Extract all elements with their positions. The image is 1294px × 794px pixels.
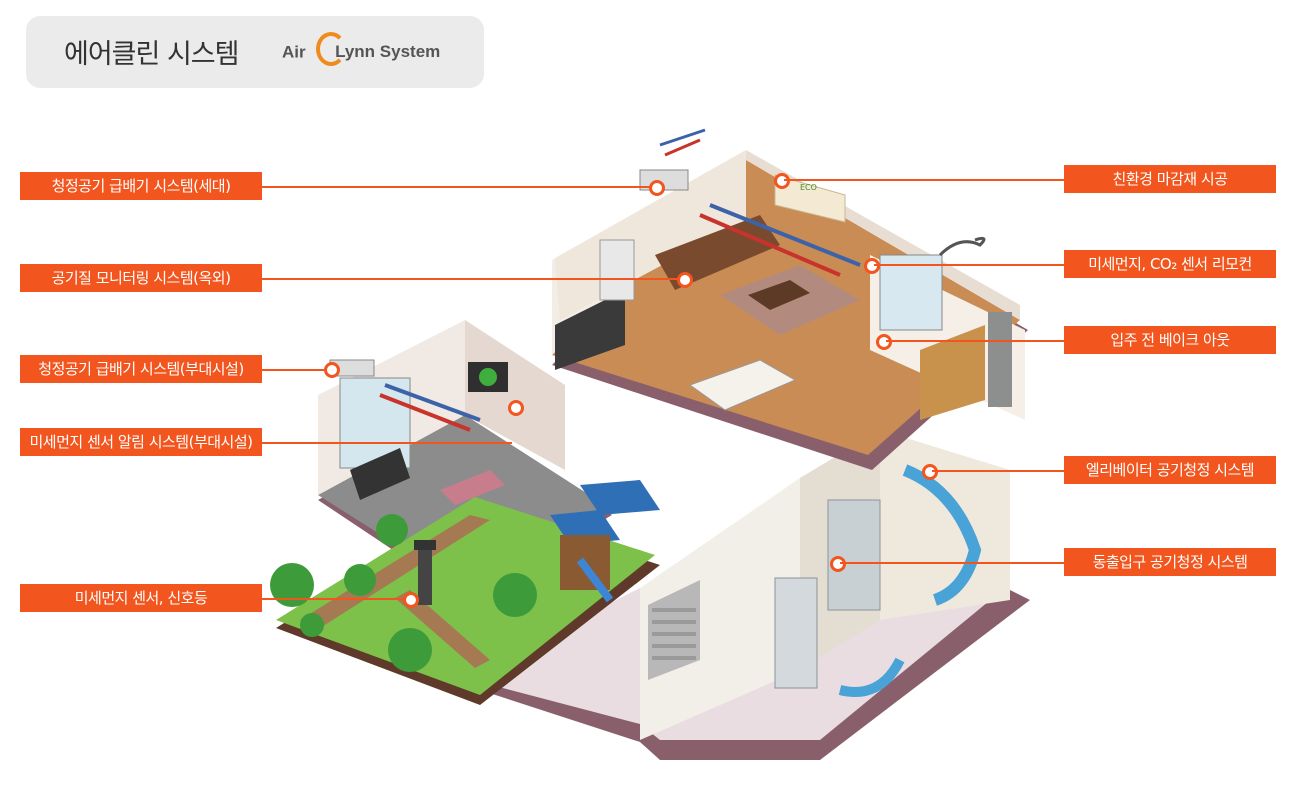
air-quality-smile-icon [479, 368, 497, 386]
garden-path-2 [395, 590, 490, 668]
mailbox [648, 580, 700, 680]
eco-finish-panel [774, 174, 846, 223]
kitchen-cabinet [555, 239, 635, 370]
fine-dust-icon [938, 236, 986, 257]
marker-gym-sensor [508, 400, 524, 416]
line-right-4 [932, 470, 1064, 472]
marker-gym-ventilation [324, 362, 340, 378]
marker-elevator-purifier [922, 464, 938, 480]
line-right-2 [874, 264, 1064, 266]
apartment-window [879, 254, 943, 331]
label-co2-remote: 미세먼지, CO₂ 센서 리모컨 [1064, 250, 1276, 278]
eco-text: ECO [800, 183, 817, 192]
header-title-box: 에어클린 시스템 Air Lynn System [26, 16, 484, 88]
closet [920, 325, 985, 420]
lobby-airflow-arrow [838, 657, 905, 697]
brand-logo: Air Lynn System [282, 32, 441, 66]
marker-co2-remote [864, 258, 880, 274]
line-left-1 [262, 186, 650, 188]
page-title: 에어클린 시스템 [64, 39, 239, 70]
marker-bake-out [876, 334, 892, 350]
elevator-door-front [774, 577, 818, 689]
label-entrance-purifier: 동출입구 공기청정 시스템 [1064, 548, 1276, 576]
label-outdoor-monitoring: 공기질 모니터링 시스템(옥외) [20, 264, 262, 292]
treadmill [350, 448, 410, 500]
marker-eco-finish [774, 173, 790, 189]
gym-wall-right [465, 320, 565, 470]
line-right-5 [840, 562, 1064, 564]
coffee-table [748, 280, 810, 310]
marker-unit-ventilation [649, 180, 665, 196]
line-left-2 [262, 278, 678, 280]
elevator-door-back [827, 499, 881, 611]
lobby-wall-left [640, 478, 800, 740]
playground [550, 480, 660, 603]
gym-ventilation-duct [329, 359, 481, 432]
label-dust-sensor-signal: 미세먼지 센서, 신호등 [20, 584, 262, 612]
marker-air-monitor [677, 272, 693, 288]
dining-table [688, 359, 797, 411]
label-eco-finish: 친환경 마감재 시공 [1064, 165, 1276, 193]
line-left-5 [262, 598, 404, 600]
line-right-1 [784, 179, 1064, 181]
line-left-3 [262, 369, 325, 371]
label-facility-dust-alert: 미세먼지 센서 알림 시스템(부대시설) [20, 428, 262, 456]
brand-lynn: Lynn System [335, 42, 441, 62]
yoga-mat [440, 470, 505, 505]
garden-trees [270, 514, 537, 672]
label-elevator-purifier: 엘리베이터 공기청정 시스템 [1064, 456, 1276, 484]
label-facility-ventilation: 청정공기 급배기 시스템(부대시설) [20, 355, 262, 383]
label-unit-ventilation: 청정공기 급배기 시스템(세대) [20, 172, 262, 200]
line-left-4 [262, 442, 512, 444]
brand-air: Air [282, 42, 306, 62]
marker-sensor-traffic [403, 592, 419, 608]
apartment-door [988, 312, 1012, 407]
elevator-airflow-arrow [902, 464, 982, 606]
marker-entrance-purifier [830, 556, 846, 572]
label-bake-out: 입주 전 베이크 아웃 [1064, 326, 1276, 354]
brand-ring-icon [316, 32, 347, 66]
line-right-3 [886, 340, 1064, 342]
traffic-light [414, 540, 436, 605]
